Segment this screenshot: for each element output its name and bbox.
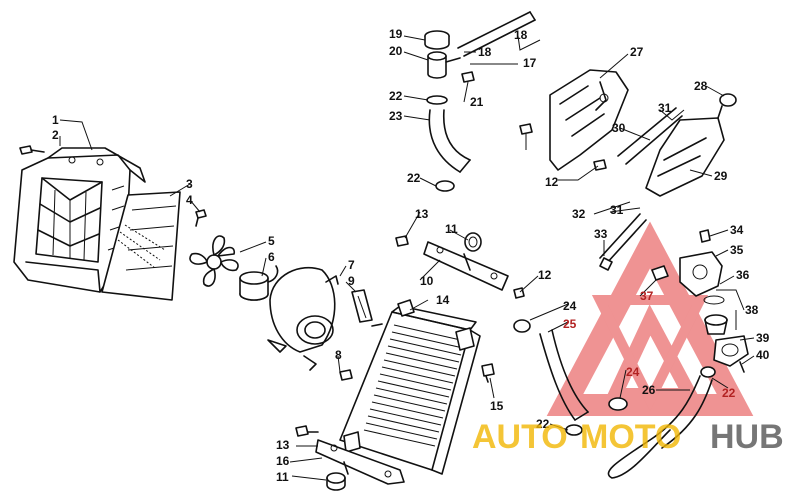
callout-37: 37 bbox=[640, 289, 654, 303]
o-ring-36 bbox=[703, 295, 725, 305]
callout-12-upper: 12 bbox=[538, 268, 552, 282]
callout-32: 32 bbox=[572, 207, 586, 221]
screw-34 bbox=[699, 229, 711, 243]
callout-5: 5 bbox=[268, 234, 275, 248]
watermark-text: AUTO MOTO HUB bbox=[472, 418, 784, 456]
watermark-text-part3: HUB bbox=[710, 418, 784, 456]
callout-8: 8 bbox=[335, 348, 342, 362]
callout-13-upper: 13 bbox=[415, 207, 429, 221]
leader-lines bbox=[59, 35, 755, 481]
callout-22-bottom: 22 bbox=[536, 417, 550, 431]
callout-25: 25 bbox=[563, 317, 577, 331]
coolant-tank bbox=[645, 93, 737, 197]
radiator bbox=[339, 299, 481, 475]
grommet-11-lower bbox=[326, 472, 346, 491]
watermark-text-part2: MOTO bbox=[580, 418, 681, 456]
callout-35: 35 bbox=[730, 243, 744, 257]
callout-9: 9 bbox=[348, 274, 355, 288]
upper-bracket bbox=[423, 241, 509, 291]
callout-18-lower: 18 bbox=[478, 45, 492, 59]
callout-2: 2 bbox=[52, 128, 59, 142]
callout-1: 1 bbox=[52, 113, 59, 127]
callout-22-right: 22 bbox=[722, 386, 736, 400]
radiator-screen bbox=[101, 191, 181, 301]
fan-shroud bbox=[267, 266, 339, 371]
callout-15: 15 bbox=[490, 399, 504, 413]
filler-neck bbox=[427, 51, 461, 79]
callout-26: 26 bbox=[642, 383, 656, 397]
callout-7: 7 bbox=[348, 258, 355, 272]
screw-2 bbox=[19, 145, 45, 155]
thermostat-38 bbox=[704, 314, 728, 335]
callout-23: 23 bbox=[389, 109, 403, 123]
callout-21: 21 bbox=[470, 95, 484, 109]
callout-18-upper: 18 bbox=[514, 28, 528, 42]
callout-3: 3 bbox=[186, 177, 193, 191]
callout-22-cap: 22 bbox=[389, 89, 403, 103]
overflow-hose-18 bbox=[457, 11, 536, 57]
callout-11-lower: 11 bbox=[276, 470, 289, 484]
thermostat-cover-39 bbox=[713, 335, 749, 367]
callout-10: 10 bbox=[420, 274, 434, 288]
drain-plug-15 bbox=[481, 363, 495, 383]
watermark-text-part1: AUTO bbox=[472, 418, 568, 456]
callout-17: 17 bbox=[523, 56, 537, 70]
grommet-11-upper bbox=[464, 232, 482, 252]
clamp-24-a bbox=[513, 319, 531, 333]
lower-hose-25 bbox=[539, 329, 589, 421]
bracket-9 bbox=[351, 289, 373, 323]
fitting-37 bbox=[651, 265, 669, 281]
fan-motor bbox=[239, 265, 279, 301]
callout-24-right: 24 bbox=[626, 365, 640, 379]
screw-8 bbox=[339, 369, 353, 381]
callout-31-upper: 31 bbox=[658, 101, 672, 115]
callout-24-left: 24 bbox=[563, 299, 577, 313]
callout-16: 16 bbox=[276, 454, 290, 468]
screw-21 bbox=[461, 71, 475, 83]
lower-hose-26 bbox=[607, 375, 713, 479]
coolant-tank-bracket bbox=[549, 69, 629, 171]
callout-28: 28 bbox=[694, 79, 708, 93]
callout-4: 4 bbox=[186, 193, 193, 207]
screw-13-lower bbox=[295, 425, 319, 437]
clamp-22-upper bbox=[426, 95, 448, 105]
callout-27: 27 bbox=[630, 45, 644, 59]
callout-38: 38 bbox=[745, 303, 759, 317]
callout-30: 30 bbox=[612, 121, 626, 135]
callout-6: 6 bbox=[268, 250, 275, 264]
callout-11-upper: 11 bbox=[445, 222, 458, 236]
screw-13-upper bbox=[395, 235, 409, 247]
lower-bracket bbox=[315, 439, 405, 485]
callout-13-lower: 13 bbox=[276, 438, 290, 452]
screw-40 bbox=[739, 361, 745, 373]
tank-hose-30 bbox=[617, 107, 683, 165]
radiator-cap bbox=[424, 30, 450, 50]
clamp-22-d bbox=[565, 424, 583, 436]
callout-22-hose: 22 bbox=[407, 171, 421, 185]
callout-39: 39 bbox=[756, 331, 770, 345]
tank-tube-33 bbox=[599, 213, 647, 271]
clamp-22-c bbox=[700, 366, 716, 378]
callout-40: 40 bbox=[756, 348, 770, 362]
callout-31-lower: 31 bbox=[610, 203, 624, 217]
upper-hose bbox=[428, 109, 471, 173]
screw-4 bbox=[195, 209, 207, 227]
thermostat-housing bbox=[679, 251, 723, 297]
clamp-22-hose bbox=[435, 180, 455, 192]
clamp-24-b bbox=[608, 397, 628, 411]
callout-20: 20 bbox=[389, 44, 403, 58]
callout-14: 14 bbox=[436, 293, 450, 307]
fan-blade bbox=[189, 235, 239, 287]
radiator-shroud bbox=[13, 147, 146, 293]
watermark-logo bbox=[546, 221, 754, 416]
callout-33: 33 bbox=[594, 227, 608, 241]
callout-29: 29 bbox=[714, 169, 728, 183]
screw-small bbox=[371, 323, 383, 327]
callout-12-bracket: 12 bbox=[545, 175, 559, 189]
callout-36: 36 bbox=[736, 268, 750, 282]
callout-19: 19 bbox=[389, 27, 403, 41]
callout-34: 34 bbox=[730, 223, 744, 237]
